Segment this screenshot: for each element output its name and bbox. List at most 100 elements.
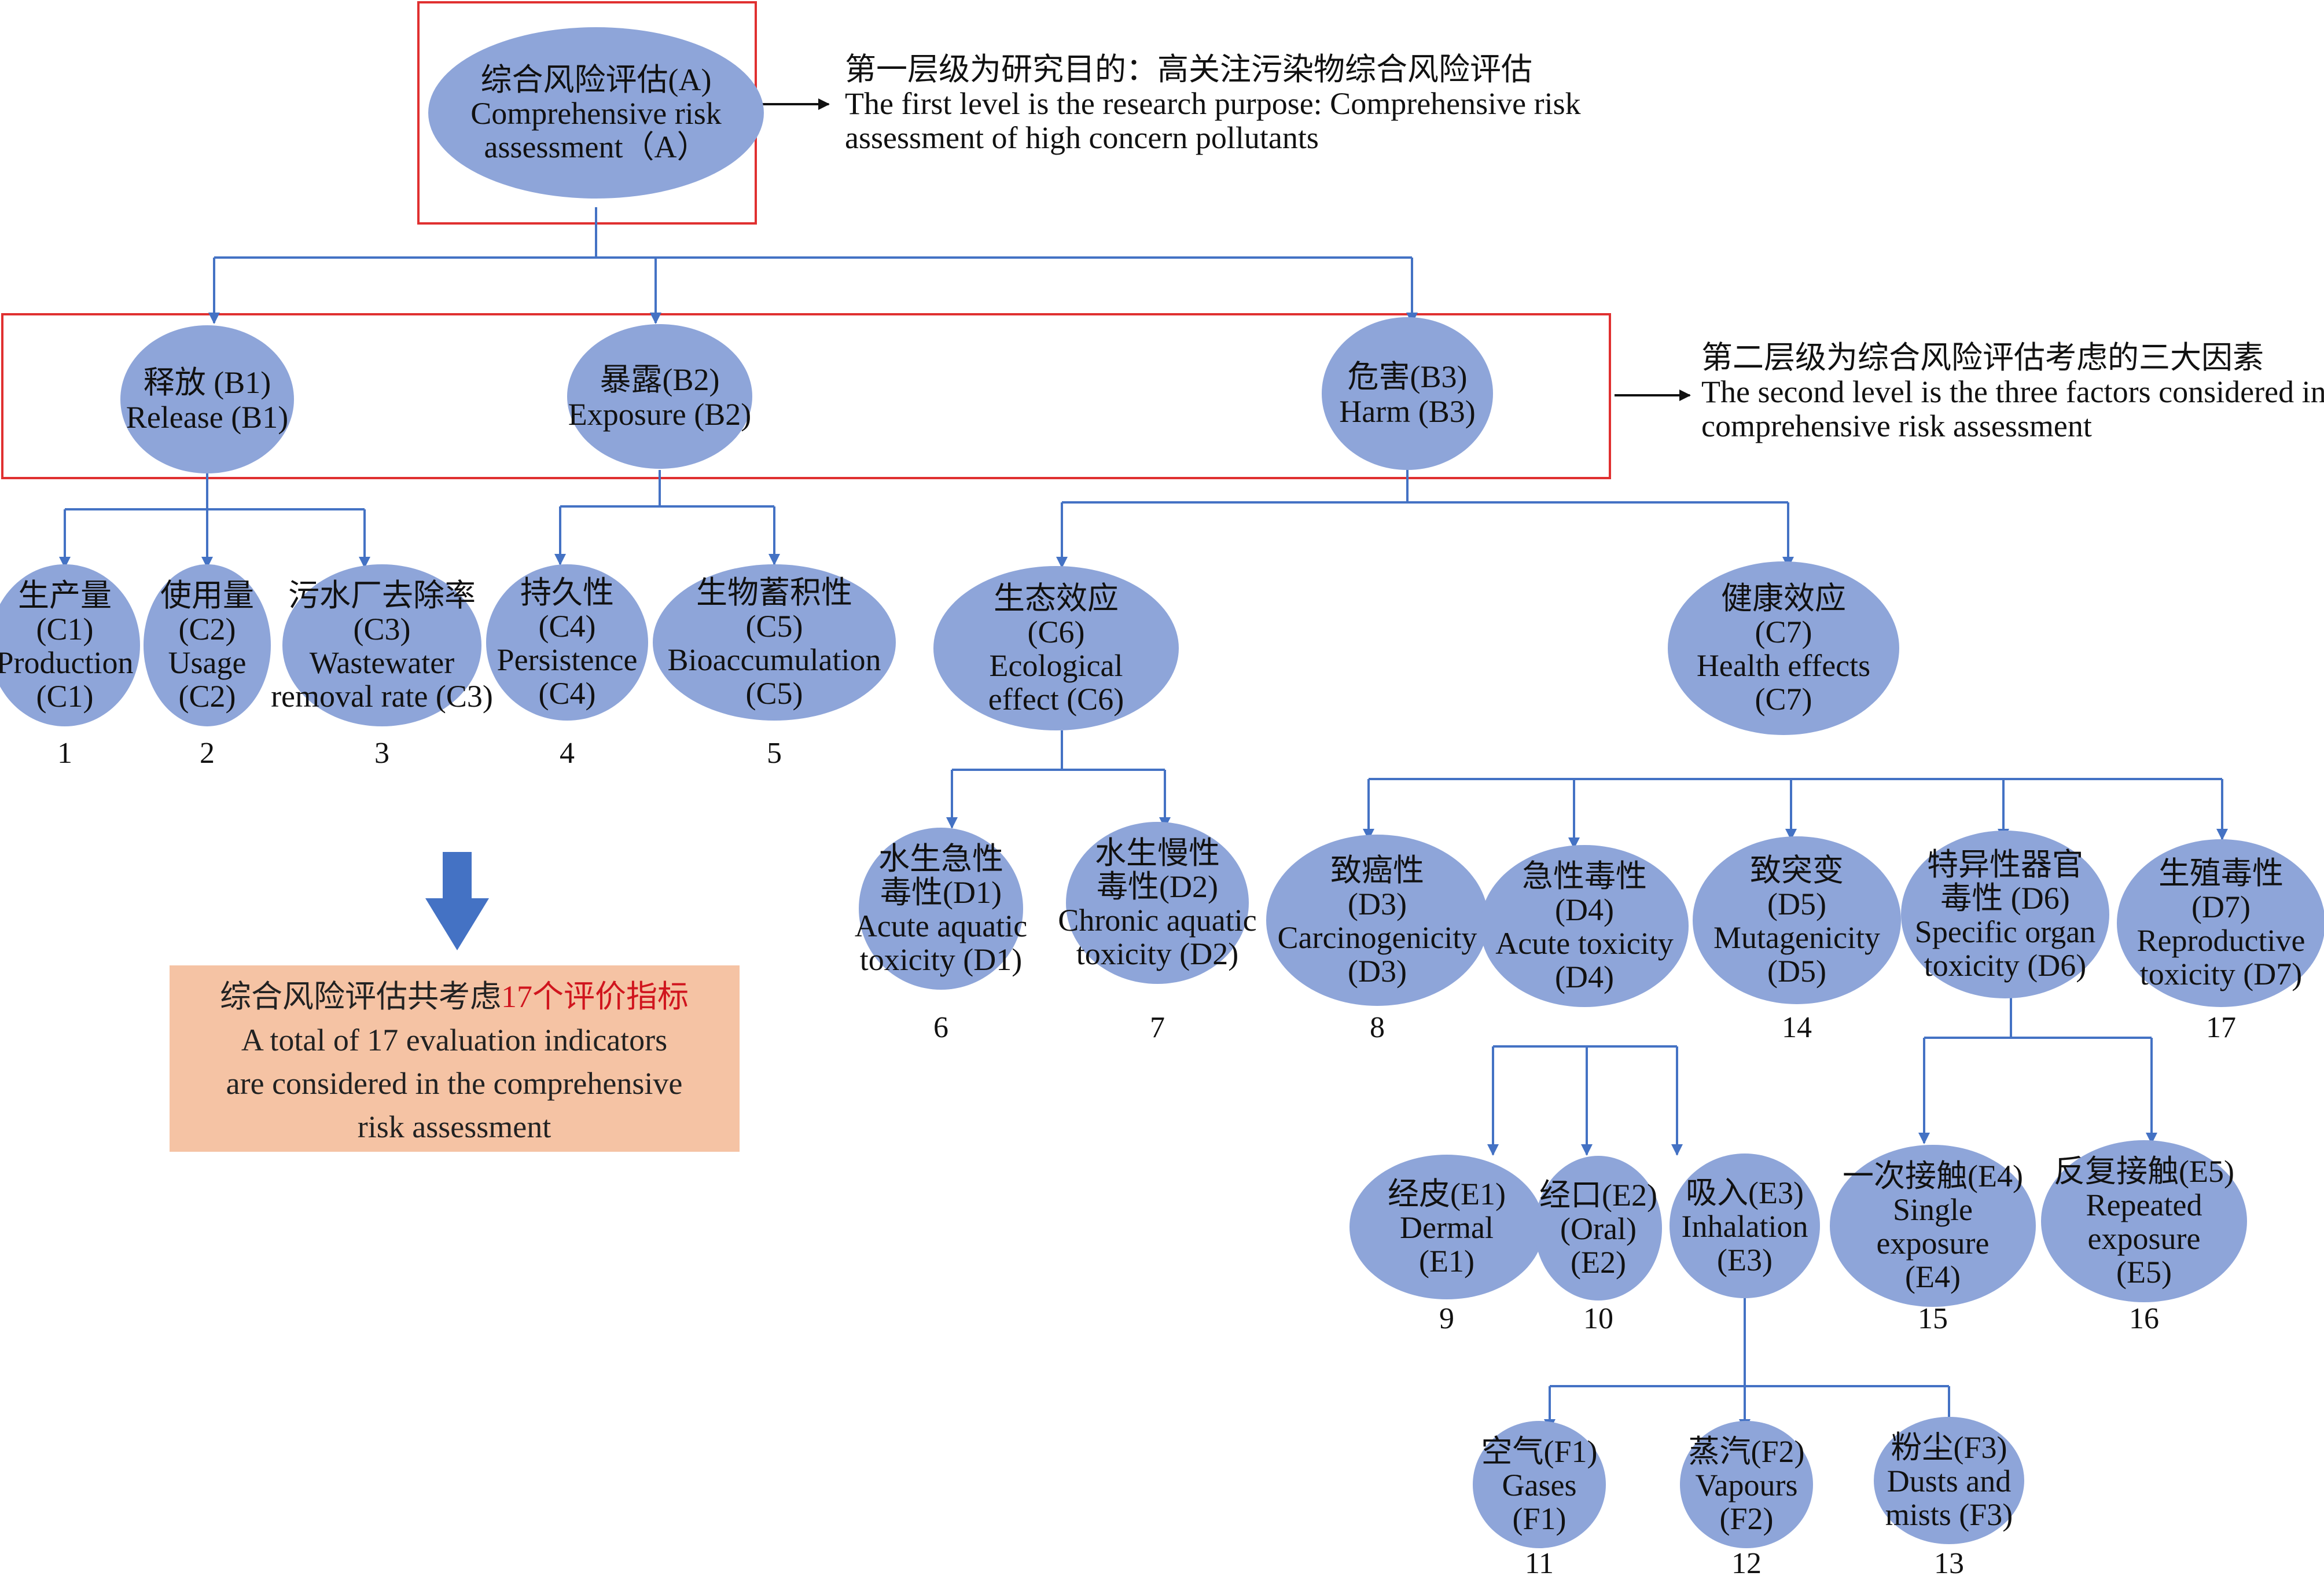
node-f3-line-1: 粉尘(F3) [1891, 1430, 2007, 1465]
node-d4-line-4: (D4) [1555, 960, 1614, 994]
indicator-number-e5: 16 [2129, 1302, 2159, 1335]
level1-note-en-1: The first level is the research purpose:… [845, 86, 1581, 121]
node-b1-line-2: Release (B1) [126, 400, 288, 435]
node-e3-line-3: (E3) [1717, 1243, 1773, 1277]
node-a-ellipse [428, 27, 764, 199]
indicator-number-d7: 17 [2206, 1011, 2236, 1044]
node-d4-line-3: Acute toxicity [1495, 926, 1673, 961]
level2-note-en-2: comprehensive risk assessment [1701, 409, 2092, 443]
node-d7-ellipse [2117, 839, 2324, 1007]
indicator-number-e4: 15 [1918, 1302, 1948, 1335]
summary-line-4: risk assessment [358, 1110, 551, 1144]
indicator-number-c1: 1 [57, 737, 72, 770]
node-e2-line-3: (E2) [1571, 1245, 1626, 1280]
indicator-number-d5: 14 [1782, 1011, 1812, 1044]
node-d2-ellipse [1066, 822, 1249, 984]
node-c1: 生产量(C1)Production(C1)1 [0, 564, 140, 770]
summary-line-1-prefix: 综合风险评估共考虑 [220, 979, 501, 1014]
node-c5: 生物蓄积性(C5)Bioaccumulation(C5)5 [653, 564, 896, 770]
node-c2-line-2: (C2) [179, 612, 236, 646]
node-d6-line-3: Specific organ [1915, 914, 2095, 949]
node-c4-ellipse [486, 564, 648, 721]
indicator-number-f3: 13 [1934, 1547, 1964, 1576]
node-e4-line-2: Single [1893, 1192, 1973, 1227]
node-d3-ellipse [1266, 835, 1488, 1006]
level2-note-en-1: The second level is the three factors co… [1701, 374, 2324, 409]
node-c7-line-1: 健康效应 [1721, 581, 1846, 616]
node-e2-line-1: 经口(E2) [1539, 1178, 1657, 1213]
node-d4-line-1: 急性毒性 [1522, 859, 1647, 894]
node-c1-line-3: Production [0, 645, 134, 680]
node-c7-line-4: (C7) [1755, 682, 1812, 717]
node-e4-line-1: 一次接触(E4) [1843, 1159, 2023, 1193]
node-c7: 健康效应(C7)Health effects(C7) [1668, 561, 1899, 735]
node-a-line-1: 综合风险评估(A) [481, 63, 712, 97]
node-e2: 经口(E2)(Oral)(E2)10 [1535, 1156, 1662, 1335]
node-c3-line-4: removal rate (C3) [271, 679, 493, 714]
node-d1-line-4: toxicity (D1) [860, 942, 1022, 977]
indicator-number-d2: 7 [1150, 1011, 1165, 1044]
summary-line-3: are considered in the comprehensive [226, 1066, 683, 1101]
indicator-number-c2: 2 [200, 737, 215, 770]
node-f1: 空气(F1)Gases(F1)11 [1473, 1421, 1606, 1576]
level-notes: 第一层级为研究目的：高关注污染物综合风险评估 The first level i… [845, 52, 2324, 443]
node-e5-line-4: (E5) [2116, 1255, 2172, 1290]
node-e2-ellipse [1535, 1156, 1662, 1301]
node-a-line-2: Comprehensive risk [470, 96, 721, 131]
node-e4-ellipse [1830, 1145, 2036, 1307]
node-e1-line-3: (E1) [1419, 1244, 1474, 1279]
node-c3-line-3: Wastewater [310, 645, 455, 680]
node-d5-ellipse [1693, 836, 1901, 1004]
node-c5-line-4: (C5) [746, 676, 803, 711]
node-f3-ellipse [1874, 1417, 2024, 1544]
node-e1: 经皮(E1)Dermal(E1)9 [1349, 1155, 1544, 1335]
node-d2-line-1: 水生慢性 [1095, 836, 1220, 870]
node-c4-line-3: Persistence [497, 642, 638, 677]
node-f2-line-3: (F2) [1720, 1501, 1774, 1536]
node-d2-line-4: toxicity (D2) [1076, 936, 1238, 971]
node-f1-line-1: 空气(F1) [1481, 1434, 1598, 1469]
node-b3-line-2: Harm (B3) [1339, 394, 1475, 429]
node-b1-line-1: 释放 (B1) [144, 365, 271, 400]
node-d3-line-1: 致癌性 [1330, 853, 1424, 888]
node-f2-line-1: 蒸汽(F2) [1689, 1434, 1805, 1469]
node-d7-line-4: toxicity (D7) [2140, 957, 2302, 991]
node-b2-ellipse [567, 324, 752, 469]
node-c6-line-1: 生态效应 [994, 581, 1119, 616]
summary-highlight: 17个评价指标 [501, 979, 689, 1014]
summary-line-1: 综合风险评估共考虑17个评价指标 [220, 979, 689, 1014]
node-d3: 致癌性(D3)Carcinogenicity(D3)8 [1266, 835, 1488, 1044]
node-c7-line-2: (C7) [1755, 615, 1812, 649]
node-b3-line-1: 危害(B3) [1348, 359, 1468, 394]
node-c4-line-4: (C4) [539, 676, 596, 711]
node-b2-line-1: 暴露(B2) [600, 362, 720, 397]
nodes: 综合风险评估(A)Comprehensive riskassessment（A）… [0, 27, 2324, 1576]
level1-note-cn: 第一层级为研究目的：高关注污染物综合风险评估 [845, 52, 1532, 87]
node-e4-line-4: (E4) [1905, 1259, 1961, 1294]
node-c2-line-3: Usage [168, 645, 247, 680]
node-e1-line-1: 经皮(E1) [1388, 1177, 1506, 1211]
node-d5-line-1: 致突变 [1750, 853, 1844, 888]
indicator-number-d1: 6 [933, 1011, 948, 1044]
node-d3-line-3: Carcinogenicity [1278, 920, 1477, 955]
node-f1-ellipse [1473, 1421, 1606, 1548]
node-c5-line-1: 生物蓄积性 [696, 575, 852, 610]
node-a-line-3: assessment（A） [484, 130, 708, 164]
node-d5-line-4: (D5) [1767, 954, 1826, 989]
node-e4-line-3: exposure [1877, 1226, 1990, 1261]
node-c3-ellipse [282, 564, 481, 726]
indicator-number-c5: 5 [767, 737, 782, 770]
node-e5-ellipse [2041, 1140, 2247, 1302]
node-b1: 释放 (B1)Release (B1) [120, 325, 294, 473]
node-d6-line-2: 毒性 (D6) [1940, 881, 2069, 916]
level2-frame [1, 313, 1611, 479]
node-c6-line-3: Ecological [990, 648, 1123, 683]
node-b1-ellipse [120, 325, 294, 473]
